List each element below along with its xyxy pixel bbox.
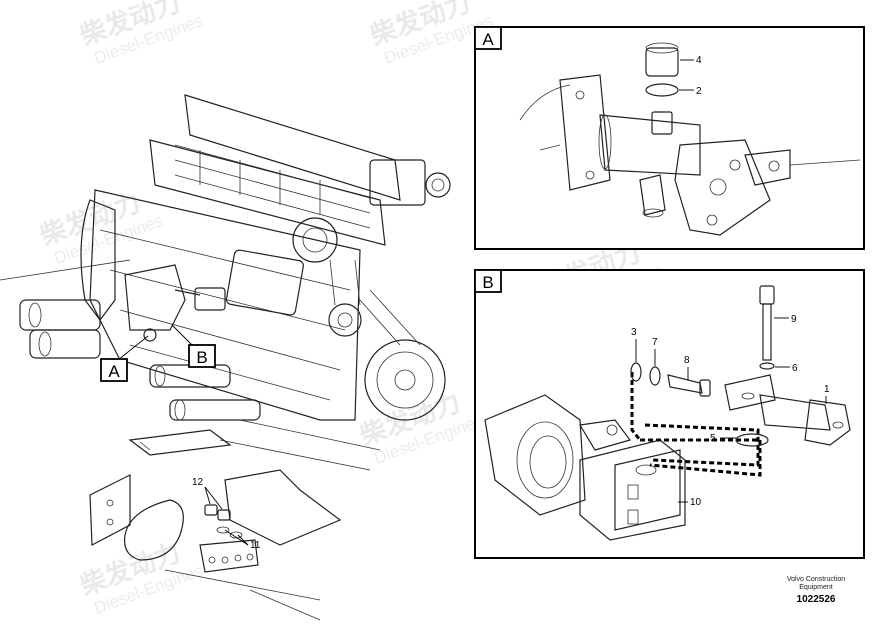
detail-a-title: A [482, 30, 494, 49]
svg-text:11: 11 [250, 540, 261, 551]
detail-b-title: B [482, 273, 493, 292]
brand-name-line-1: Volvo Construction [786, 576, 846, 583]
part-label-12: 12 [192, 477, 223, 510]
detail-b-panel: B 3 7 [474, 269, 865, 559]
callout-a-label: A [108, 362, 120, 381]
part-label-10: 10 [690, 497, 702, 508]
part-label-1: 1 [824, 384, 830, 395]
callout-b: B [171, 324, 216, 368]
part-label-3: 3 [631, 327, 637, 338]
brand-name-line-2: Equipment [799, 584, 833, 591]
part-label-2: 2 [696, 86, 702, 97]
callout-b-label: B [196, 348, 207, 367]
part-label-9: 9 [791, 314, 797, 325]
svg-text:12: 12 [192, 477, 204, 488]
callout-a: A [100, 335, 149, 382]
part-label-11: 11 [224, 529, 261, 551]
part-label-8: 8 [684, 355, 690, 366]
drawing-number: 1022526 [796, 594, 836, 605]
engine-illustration [0, 94, 451, 471]
detail-a-panel: A 4 2 [474, 26, 865, 250]
part-label-7: 7 [652, 337, 658, 348]
part-label-4: 4 [696, 55, 702, 66]
part-label-6: 6 [792, 363, 798, 374]
lower-detail-illustration [89, 429, 342, 621]
part-label-5: 5 [710, 433, 716, 444]
